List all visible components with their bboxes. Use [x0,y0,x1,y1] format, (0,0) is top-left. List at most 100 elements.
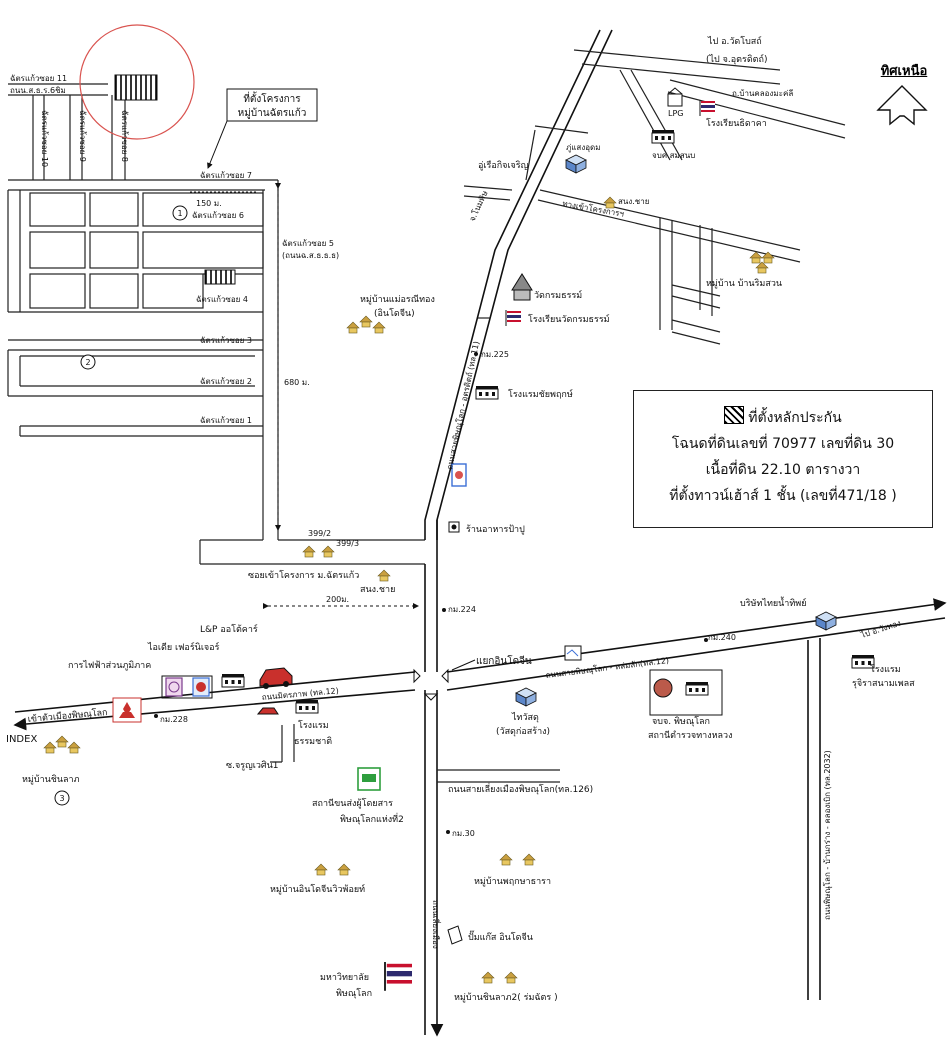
junction-islands [413,668,449,701]
house-icon-chinlat2v [481,971,495,984]
soi3-label: ฉัตรแก้วซอย 3 [200,336,252,345]
hotel-rujira-sub-label: รุจิราสนามเพลส [852,678,915,689]
circle3-label: 3 [59,794,64,803]
village-chinlat-label: หมู่บ้านชินลาภ [22,774,80,785]
university-label: มหาวิทยาลัย [320,972,369,983]
car-icon-small [256,707,279,715]
sonchai1-label: สนง.ชาย [618,197,649,206]
village-chinlat2-label: หมู่บ้านชินลาภ2( ร่มฉัตร ) [454,992,558,1003]
police-sign-box [649,669,723,716]
road-ss-label: ถนน.ส.ธ.ร.6ชิม [10,86,66,95]
pathway-label: ทางเข้าโครงการฯ [562,198,625,219]
soi2-label: ฉัตรแก้วซอย 2 [200,377,252,386]
pea-label: การไฟฟ้าส่วนภูมิภาค [68,660,151,671]
car-icon-red [259,667,293,689]
restaurant-label: ร้านอาหารป้าปู [466,524,525,535]
north-label: ทิศเหนือ [880,64,928,79]
ban-klong-label: ถ.บ้านคลองมะค่ลี [732,89,793,98]
soi5-label: ฉัตรแก้วซอย 5 [282,239,334,248]
km225-label: กม.225 [481,350,509,359]
pea-icon [165,677,183,697]
dist150-label: 150 ม. [196,199,222,208]
km224-label: กม.224 [448,605,476,614]
circle-markers [54,205,188,806]
legend-line-2: โฉนดที่ดินเลขที่ 70977 เลขที่ดิน 30 [671,436,895,452]
legend-line-4: ที่ตั้งทาวน์เฮ้าส์ 1 ชั้น (เลขที่471/18 … [669,488,897,504]
house-icon-maeson2 [359,315,373,328]
ptt-station-icon [451,463,467,487]
soi-project-label: ซอยเข้าโครงการ ม.ฉัตรแก้ว [248,570,359,581]
km30-label: กม.30 [452,829,475,838]
km240-label: กม.240 [708,633,736,642]
to-wat-bot-label: ไป อ.วัดโบสถ์ [707,35,762,47]
gas-station-label: ปั๊มแก๊ส อินโดจีน [468,930,533,943]
mitsubishi-icon [112,697,142,723]
km-marker-icons [154,352,708,834]
s-charoen-label: ซ.จรูญเวศิน1 [226,760,278,771]
soi5-sub-label: (ถนนฉ.ส.ธ.ธ.ธ) [282,251,339,260]
bus-station-sub-label: พิษณุโลกแห่งที่2 [340,812,404,825]
collateral-hatch-2 [204,269,236,285]
hotel-thamma-sub-label: ธรรมชาติ [294,736,332,747]
building-icon-jobo-phitsanulok [685,681,709,696]
km228-label: กม.228 [160,715,188,724]
soi11-label: ฉัตรแก้วซอย 11 [10,74,67,83]
village-rim-label: หมู่บ้าน บ้านริมสวน [706,278,782,289]
hotel-thamma-label: โรงแรม [298,720,329,731]
u-ruea-label: อู่เรือกิจเจริญ [478,160,529,171]
n399-2-label: 399/2 [308,529,331,538]
project-box-line1: ที่ตั้งโครงการ [243,91,301,105]
house-icon-chinlat2 [55,735,69,748]
box-icon-thai-water [815,611,837,631]
project-label-box [207,88,318,169]
house-icon-maeson [346,321,360,334]
soi9-label: ฉัตรแก้วซอย 9 [78,110,87,162]
house-icon-village-rim [749,251,763,264]
soi1-label: ฉัตรแก้วซอย 1 [200,416,252,425]
bus-station-label: สถานีขนส่งผู้โดยสาร [312,798,393,809]
house-icon-399-2 [302,545,316,558]
house-icon-indochine2 [337,863,351,876]
to-uttaradit-label: (ไป จ.อุตรดิตถ์) [706,53,767,65]
n399-3-label: 399/3 [336,539,359,548]
lpg-icon [667,87,683,107]
soi4-label: ฉัตรแก้วซอย 4 [196,295,248,304]
house-icon-maeson3 [372,321,386,334]
lp-auto-label: L&P ออโต้คาร์ [200,623,258,635]
sonchai2-label: สนง.ชาย [360,585,395,595]
jobo-smartbox-label: จบค.สมสนบ [652,151,695,160]
village-phrueksa-label: หมู่บ้านพฤกษาธารา [474,876,551,887]
rd-2032-label: ถนนพิษณุโลก - บ้านกร่าง - คลองเบิก (ทล.2… [822,750,832,920]
soi10-label: ฉัตรแก้วซอย 10 [40,110,49,167]
house-icon-phrueksa [499,853,513,866]
legend-title: ที่ตั้งหลักประกัน [748,410,842,426]
thai-water-label: บริษัทไทยน้ำทิพย์ [740,596,807,609]
ideal-furniture-icon [192,677,210,697]
hatch-swatch-icon [724,406,745,424]
soi7-label: ฉัตรแก้วซอย 7 [200,171,252,180]
dist680-label: 680 ม. [284,378,310,387]
ideal-furniture-label: ไอเดีย เฟอร์นิเจอร์ [147,641,220,653]
junction-label: แยกอินโดจีน [476,654,532,667]
house-icon-chinlat [43,741,57,754]
jobo-phitsanulok-label: จบจ. พิษณุโลก [652,716,710,727]
hotel-chanphruk-label: โรงแรมชัยพฤกษ์ [508,388,573,400]
house-icon-399-3 [321,545,335,558]
building-icon-hotel-chanphruk [475,385,499,400]
building-icon-lp-auto [221,673,245,688]
highway-police-icon [653,678,673,698]
rd-lomsak-label: ถนนสายพิษณุโลก - หล่มสัก(ทล.12) [545,655,669,680]
collateral-hatch-1 [114,74,158,101]
circle2-label: 2 [85,358,90,367]
collateral-legend-box: ที่ตั้งหลักประกัน โฉนดที่ดินเลขที่ 70977… [633,390,933,528]
bypass126-label: ถนนสายเลี่ยงเมืองพิษณุโลก(ทล.126) [448,782,593,795]
university-sub-label: พิษณุโลก [336,988,372,999]
hotel-rujira-label: โรงแรม [870,664,901,675]
phu-saeng-label: ภู่แสงอุดม [566,143,601,153]
legend-line-1: ที่ตั้งหลักประกัน [634,405,932,431]
jo-nomphi-label: จ.โนมพิษ [467,189,490,223]
building-icon-jobo-smartbox [651,129,675,144]
index-label: INDEX [6,734,37,745]
hwy11-label: ถนนสายพิษณุโลก - อุตรดิตถ์ (ทล.11) [444,340,481,470]
